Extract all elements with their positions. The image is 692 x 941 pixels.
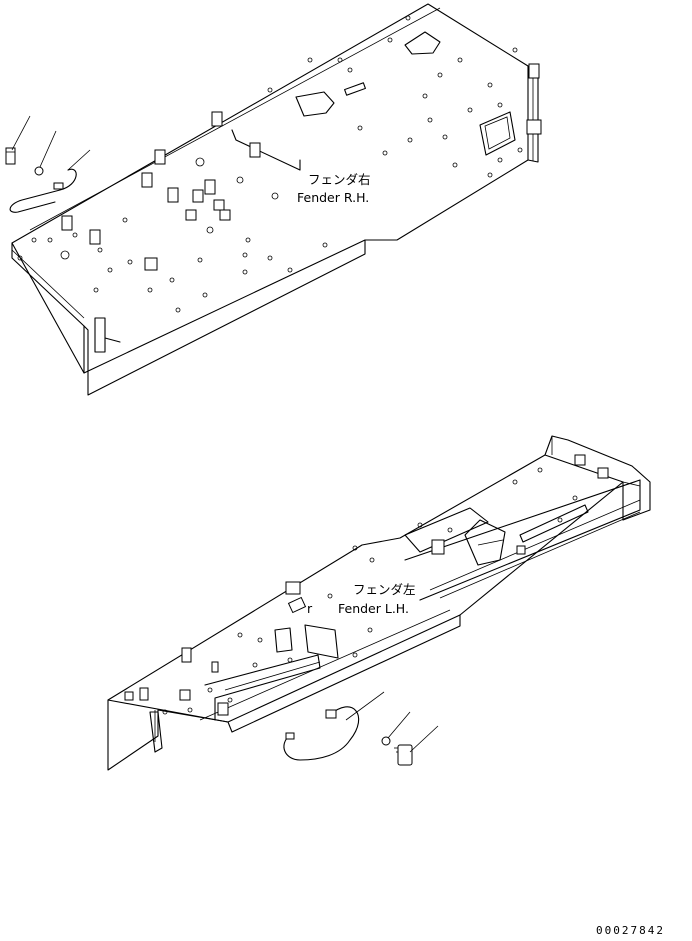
fender-lh-skirt — [107, 699, 159, 771]
lh-skirt-brace — [149, 711, 163, 753]
fender-rh-top-surface — [11, 3, 529, 374]
rh-bosses — [61, 111, 261, 271]
fender-lh-top-surface — [107, 454, 624, 723]
leader-rh-3 — [67, 149, 91, 171]
rh-hardware — [5, 115, 91, 213]
cutout-2 — [404, 31, 441, 55]
fender-lh-front-edge — [157, 614, 461, 733]
lh-clip — [274, 627, 293, 653]
lh-bracket-2 — [304, 624, 339, 659]
leader-rh-1 — [11, 115, 31, 151]
label-lh-en: Fender L.H. — [338, 601, 409, 616]
cover-plate — [479, 111, 516, 156]
cutout-1 — [295, 91, 335, 117]
drawing-code: 00027842 — [596, 924, 665, 937]
lh-mid-rail — [204, 654, 321, 721]
label-lh-prefix: r — [307, 601, 313, 616]
lh-plate — [404, 507, 489, 553]
fender-rh-skirt — [83, 239, 366, 396]
label-rh-jp: フェンダ右 — [308, 172, 371, 187]
leader-rh-2 — [39, 130, 57, 168]
rh-handle — [9, 168, 77, 213]
lh-bolt — [394, 744, 413, 766]
lh-rear-bracket — [544, 435, 651, 521]
lh-hardware — [283, 691, 439, 766]
label-lh-jp: フェンダ左 — [353, 582, 416, 597]
rh-bolt — [5, 147, 16, 165]
rh-tab-upper — [528, 63, 540, 79]
leader-lh-2 — [387, 711, 411, 739]
fender-lh — [107, 435, 651, 771]
lh-bosses — [124, 539, 526, 716]
lh-bracket-block — [464, 519, 506, 566]
rh-holes — [17, 15, 523, 313]
leader-lh-3 — [409, 725, 439, 753]
lh-washer — [381, 736, 391, 746]
leader-lh-1 — [345, 691, 385, 721]
bracket-front — [94, 317, 106, 353]
lh-strip — [519, 504, 589, 543]
slot — [344, 82, 366, 96]
lh-lower-rail — [404, 479, 641, 601]
fender-rh — [11, 3, 542, 396]
label-rh-en: Fender R.H. — [297, 190, 370, 205]
rh-rail — [231, 129, 301, 171]
lh-handle — [283, 706, 360, 761]
rh-tab-lower — [526, 119, 542, 135]
rh-washer — [34, 166, 44, 176]
